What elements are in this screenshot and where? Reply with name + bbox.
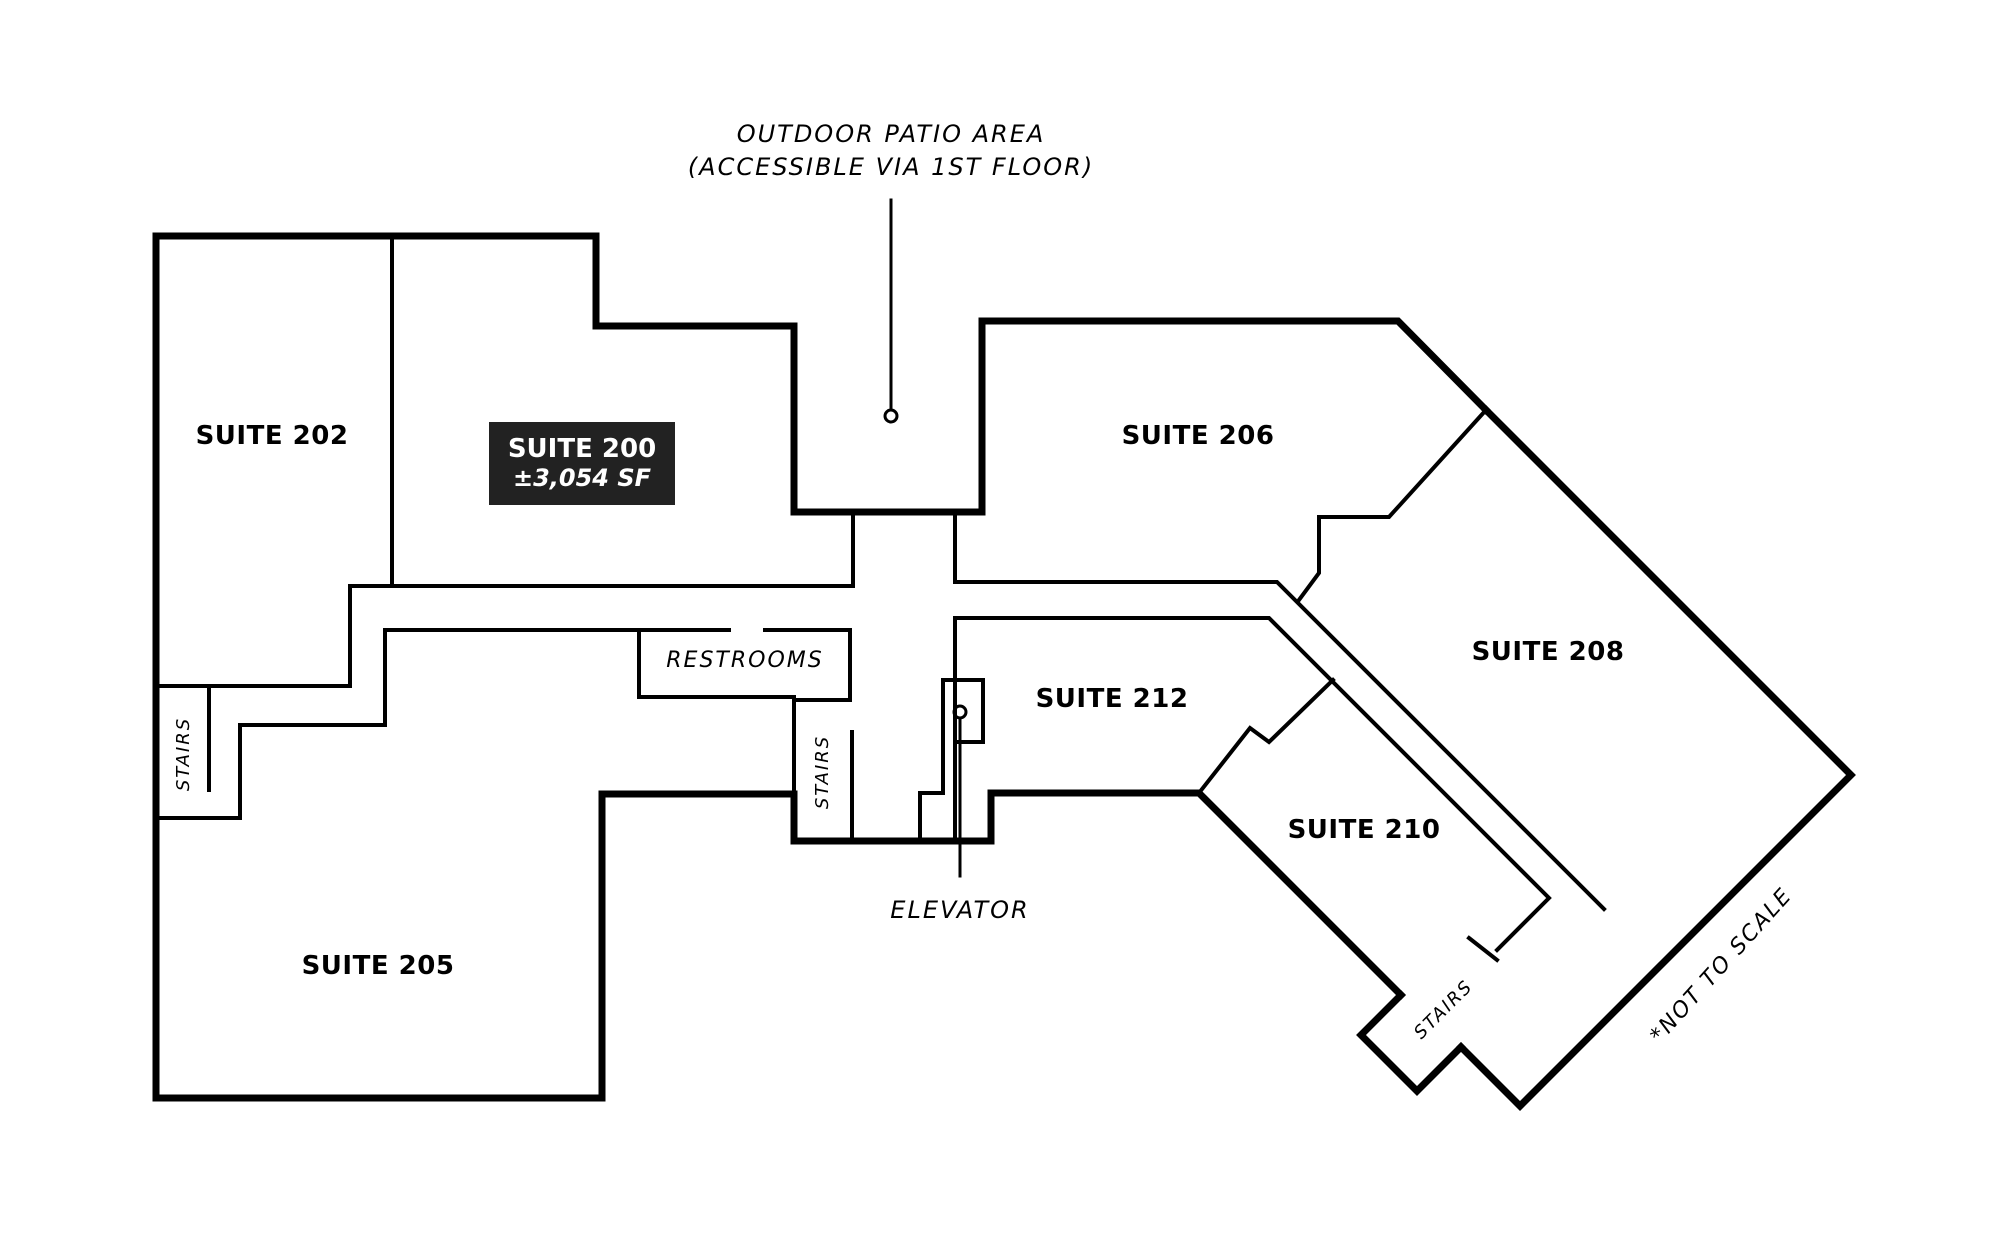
patio-pointer-dot xyxy=(883,408,899,424)
stairs-left-label: STAIRS xyxy=(173,716,194,792)
wall-east-diagonal xyxy=(1456,405,1856,1111)
suite-202-label[interactable]: SUITE 202 xyxy=(195,421,349,451)
suite-212-label[interactable]: SUITE 212 xyxy=(1035,684,1189,714)
wall-stairs-right-inner xyxy=(1466,935,1500,963)
interior-walls xyxy=(154,238,1607,963)
wall-corridor-south xyxy=(154,628,731,820)
wall-restroom-east xyxy=(763,628,852,702)
suite-200-highlight[interactable]: SUITE 200 ±3,054 SF xyxy=(489,422,675,505)
suite-200-label: SUITE 200 xyxy=(507,433,657,464)
suite-205-label[interactable]: SUITE 205 xyxy=(301,951,455,981)
wall-suite210-south xyxy=(152,789,1406,1102)
exterior-walls xyxy=(152,232,1856,1111)
elevator-label: ELEVATOR xyxy=(890,896,1030,924)
wall-elevator xyxy=(918,678,985,840)
wall-corridor-north xyxy=(154,510,855,688)
suite-200-area: ±3,054 SF xyxy=(512,463,652,492)
elevator-pointer-dot xyxy=(952,704,968,720)
suite-208-label[interactable]: SUITE 208 xyxy=(1471,637,1625,667)
restrooms-label: RESTROOMS xyxy=(666,648,824,673)
wall-west-north xyxy=(152,232,1491,1102)
patio-label-line2: (ACCESSIBLE VIA 1ST FLOOR) xyxy=(687,153,1095,181)
suite-206-label[interactable]: SUITE 206 xyxy=(1121,421,1275,451)
patio-label-line1: OUTDOOR PATIO AREA xyxy=(736,120,1046,148)
wall-restroom-west xyxy=(637,628,796,796)
stairs-center-label: STAIRS xyxy=(812,734,833,810)
wall-corridor-east xyxy=(953,510,1607,912)
wall-212-north xyxy=(953,616,1552,953)
wall-stairs-box xyxy=(1356,990,1466,1096)
suite-210-label[interactable]: SUITE 210 xyxy=(1287,815,1441,845)
wall-210-north xyxy=(1196,677,1336,796)
wall-206-208 xyxy=(1296,407,1489,603)
